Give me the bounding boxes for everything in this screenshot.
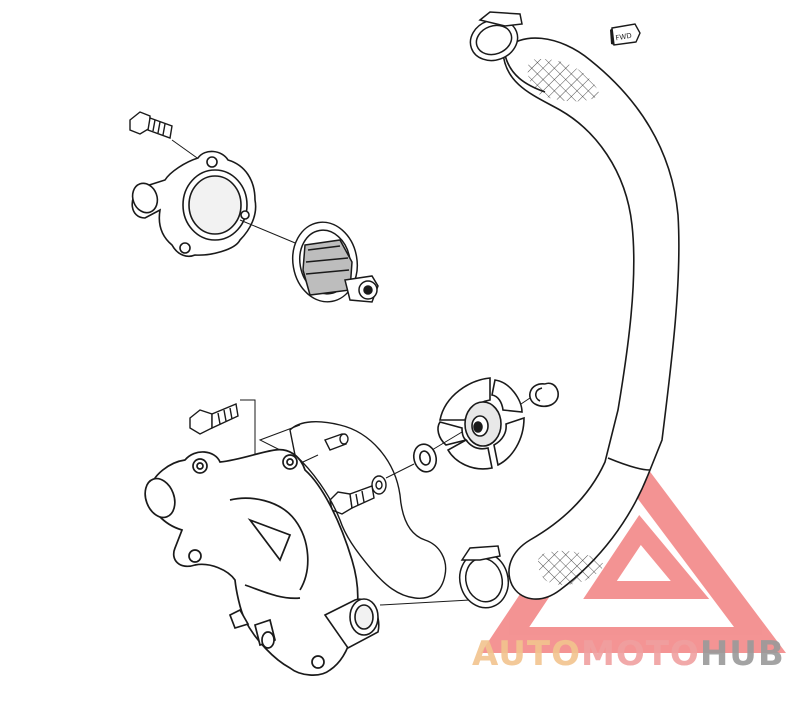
watermark-hub: HUB — [700, 634, 785, 674]
o-ring — [371, 475, 387, 495]
radiator-hose — [502, 37, 680, 600]
pump-gasket — [289, 421, 447, 599]
washer-leader-line — [385, 463, 415, 479]
thermostat — [291, 221, 379, 303]
circlip — [529, 382, 559, 408]
fwd-arrow-tag: FWD — [610, 23, 641, 46]
pump-bolt-upper — [189, 403, 239, 435]
bolt-leader-line — [171, 139, 201, 161]
water-pump-body — [144, 448, 359, 676]
pump-impeller — [437, 377, 525, 470]
hose-mesh-lower — [537, 550, 605, 585]
housing-leader-line — [239, 219, 301, 246]
dowel-pin — [324, 433, 349, 451]
pump-outlet-spigot — [323, 598, 380, 650]
watermark-triangle-inner — [583, 514, 710, 599]
pump-bolt-lower — [329, 485, 375, 515]
watermark-moto: MOTO — [581, 634, 700, 674]
watermark-text: AUTOMOTOHUB — [472, 634, 785, 674]
lower-hose-clamp — [458, 545, 510, 609]
washer — [412, 443, 438, 473]
watermark-auto: AUTO — [472, 634, 581, 674]
svg-text:AUTOMOTOHUB: AUTOMOTOHUB — [472, 634, 785, 674]
housing-bolt — [129, 111, 173, 139]
thermostat-housing — [131, 150, 257, 258]
upper-hose-clamp — [469, 11, 523, 62]
hose-mesh-upper — [527, 59, 600, 102]
impeller-leader-line — [431, 431, 463, 451]
fwd-label: FWD — [615, 32, 632, 43]
